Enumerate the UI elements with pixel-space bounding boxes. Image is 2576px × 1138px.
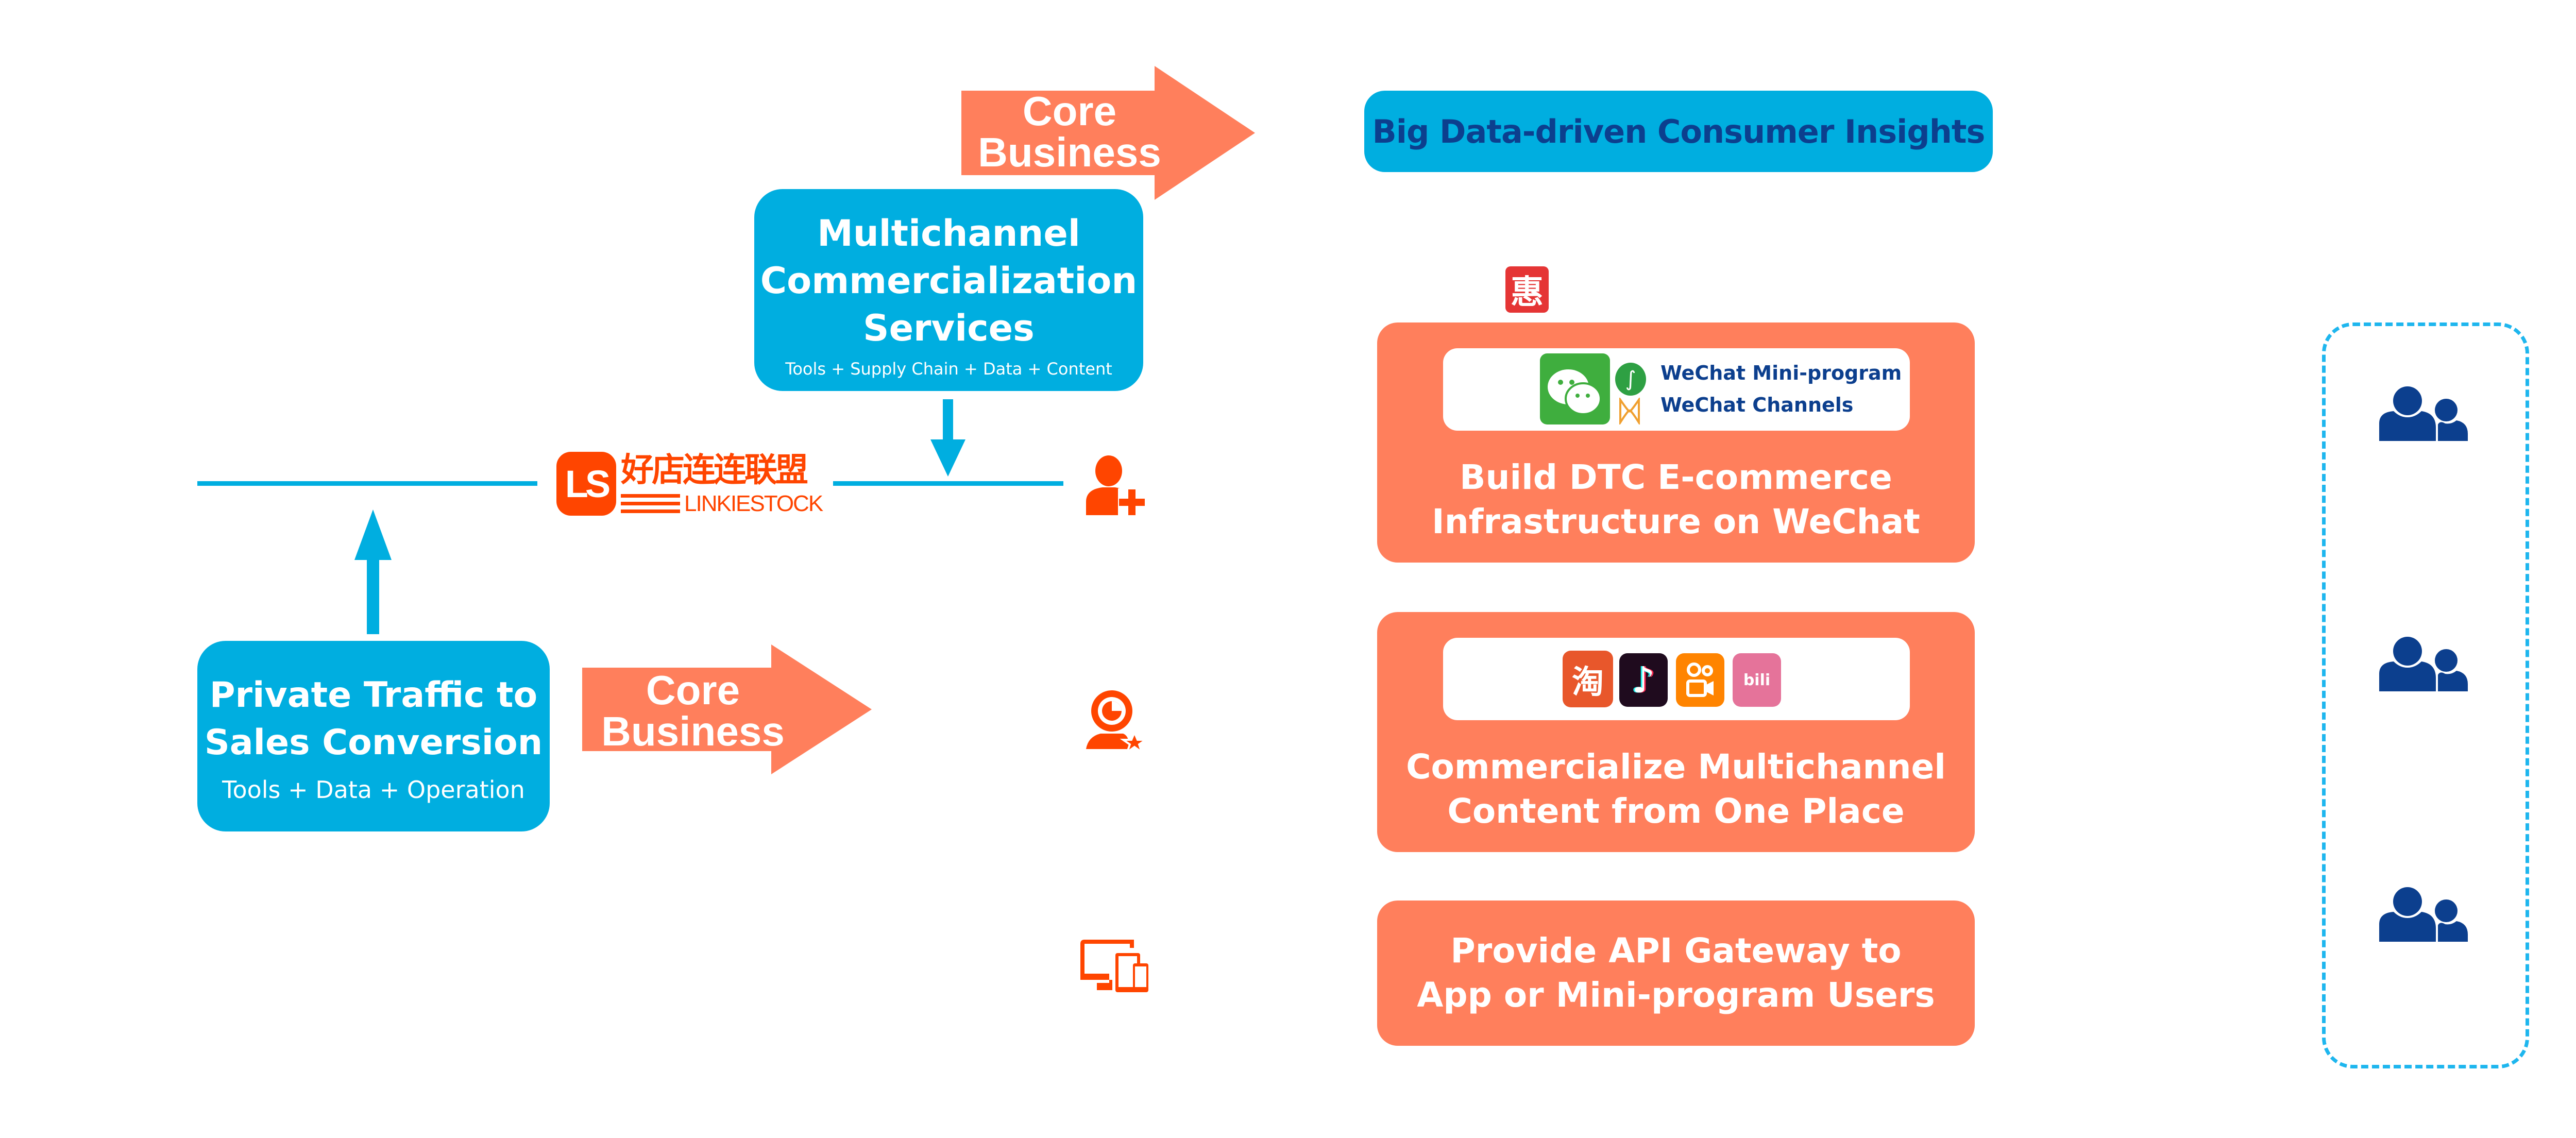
devices-icon	[1080, 940, 1148, 992]
core-business-label-bottom: Core Business	[582, 670, 804, 752]
card-content-title-line2: Content from One Place	[1447, 791, 1905, 831]
discount-badge-glyph: 惠	[1511, 274, 1544, 312]
platform-channels-label: WeChat Channels	[1660, 394, 1854, 416]
wechat-bubbles-glyph	[1548, 369, 1602, 415]
core-label-line1: Core	[646, 667, 740, 713]
connector-line-left	[197, 481, 537, 486]
card-wechat-title-line2: Infrastructure on WeChat	[1432, 502, 1920, 541]
core-business-arrow-top	[961, 66, 1255, 200]
logo-stripes	[621, 494, 680, 514]
logo-english-name: LINKIESTOCK	[684, 491, 823, 516]
card-multichannel-content: 淘 ♪ bili Commercialize Multichannel Cont…	[1377, 612, 1975, 852]
core-business-arrow-bottom	[582, 644, 872, 774]
mini-program-icon: ∫	[1615, 363, 1646, 396]
card-wechat-title-line1: Build DTC E-commerce	[1460, 457, 1892, 497]
private-traffic-box: Private Traffic to Sales Conversion Tool…	[197, 641, 550, 831]
card-api-title-line1: Provide API Gateway to	[1450, 931, 1902, 971]
user-group-icon	[2379, 887, 2468, 942]
bilibili-icon: bili	[1733, 653, 1781, 707]
douyin-icon: ♪	[1619, 653, 1668, 707]
up-arrow	[354, 509, 392, 634]
webcam-icon	[1086, 690, 1148, 755]
content-apps-strip: 淘 ♪ bili	[1443, 638, 1910, 720]
big-data-insights-label: Big Data-driven Consumer Insights	[1372, 112, 1986, 150]
logo-mark-text: LS	[565, 462, 611, 505]
douyin-glyph: ♪	[1632, 659, 1655, 701]
user-groups-container	[2322, 322, 2529, 1068]
private-traffic-title-line1: Private Traffic to	[209, 675, 538, 716]
core-label-line2: Business	[601, 708, 785, 754]
core-label-line1: Core	[1022, 88, 1117, 134]
private-traffic-subtitle: Tools + Data + Operation	[222, 776, 525, 804]
wechat-platforms-strip: ∫ WeChat Mini-program WeChat Channels	[1443, 348, 1910, 431]
card-api-gateway: Provide API Gateway to App or Mini-progr…	[1377, 901, 1975, 1046]
user-group-icon	[2379, 637, 2468, 691]
channels-icon	[1619, 398, 1640, 424]
multichannel-subtitle: Tools + Supply Chain + Data + Content	[785, 359, 1112, 379]
down-arrow	[930, 399, 965, 477]
add-user-icon	[1086, 455, 1145, 515]
kuaishou-glyph	[1686, 663, 1714, 697]
platform-mini-program-label: WeChat Mini-program	[1660, 362, 1902, 384]
connector-line-right	[833, 481, 1063, 486]
logo-chinese-name: 好店连连联盟	[621, 451, 808, 489]
linkiestock-logo: LS 好店连连联盟 LINKIESTOCK	[556, 451, 823, 518]
card-content-title-line1: Commercialize Multichannel	[1406, 747, 1946, 787]
big-data-insights-box: Big Data-driven Consumer Insights	[1364, 91, 1993, 172]
multichannel-title-line1: Multichannel	[817, 212, 1080, 254]
card-api-title-line2: App or Mini-program Users	[1417, 975, 1935, 1015]
logo-mark: LS	[556, 452, 616, 516]
multichannel-title-line3: Services	[863, 307, 1035, 349]
multichannel-title-line2: Commercialization	[760, 260, 1138, 302]
discount-badge-icon: 惠	[1505, 266, 1549, 313]
bilibili-glyph: bili	[1743, 671, 1771, 689]
core-label-line2: Business	[978, 129, 1161, 175]
private-traffic-title-line2: Sales Conversion	[204, 722, 543, 763]
wechat-icon	[1540, 353, 1610, 424]
taobao-icon: 淘	[1563, 651, 1613, 707]
card-wechat-dtc: ∫ WeChat Mini-program WeChat Channels Bu…	[1377, 322, 1975, 563]
user-group-icon	[2379, 386, 2468, 441]
taobao-glyph: 淘	[1571, 663, 1604, 701]
kuaishou-icon	[1676, 653, 1724, 707]
core-business-label-top: Core Business	[961, 91, 1178, 173]
multichannel-services-box: Multichannel Commercialization Services …	[754, 189, 1143, 391]
